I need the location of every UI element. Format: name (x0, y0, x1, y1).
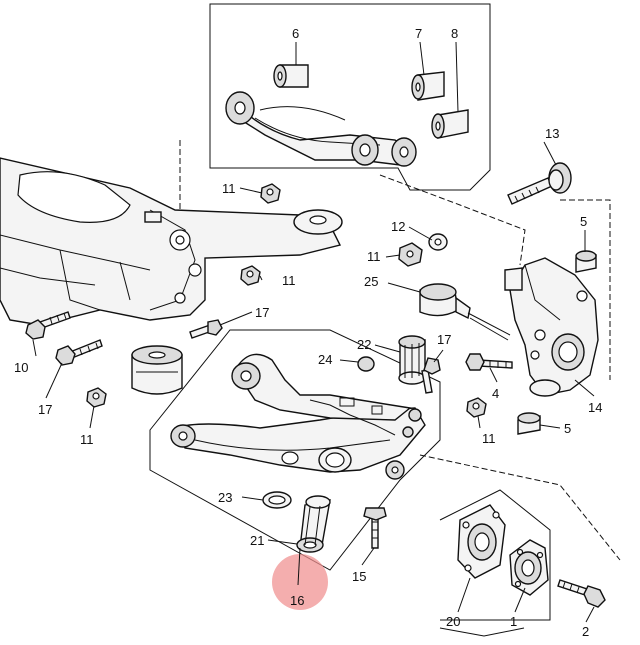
label-22: 22 (357, 337, 371, 352)
nut-11-c (86, 387, 107, 408)
hub-frame (439, 489, 551, 621)
bush-8 (431, 109, 469, 139)
label-25: 25 (364, 274, 378, 289)
label-16: 16 (290, 593, 304, 608)
label-13: 13 (545, 126, 559, 141)
highlight-circle-16 (272, 554, 328, 610)
label-8: 8 (451, 26, 458, 41)
bolt-17-left (55, 339, 103, 366)
dashed-link-hub (419, 454, 621, 561)
label-17-left: 17 (38, 402, 52, 417)
hub-carrier-knuckle (504, 257, 599, 397)
nut-11-b (240, 265, 261, 286)
bolt-15 (363, 507, 387, 549)
label-1: 1 (510, 614, 517, 629)
label-24: 24 (318, 352, 332, 367)
label-15: 15 (352, 569, 366, 584)
nut-11-a (260, 183, 281, 204)
label-23: 23 (218, 490, 232, 505)
lower-control-arm (170, 353, 426, 480)
rear-subframe (0, 157, 343, 326)
label-7: 7 (415, 26, 422, 41)
bush-5-upper (575, 250, 597, 273)
label-20: 20 (446, 614, 460, 629)
label-6: 6 (292, 26, 299, 41)
upper-arm-frame (209, 3, 491, 191)
bolt-17-mid (189, 319, 223, 339)
bolt-13 (507, 162, 572, 205)
nut-11-e (466, 397, 487, 418)
label-11-c: 11 (80, 432, 94, 447)
label-17-right: 17 (437, 332, 451, 347)
bolt-4 (465, 353, 513, 371)
bush-6 (273, 64, 309, 88)
label-17-mid: 17 (255, 305, 269, 320)
bolt-10 (25, 311, 71, 340)
label-21: 21 (250, 533, 264, 548)
ring-23 (262, 491, 292, 509)
leader-lines (32, 41, 595, 637)
dashed-link-right (560, 199, 611, 380)
ball-joint-25 (419, 283, 511, 341)
lower-arm-frame (149, 329, 441, 571)
part-labels: 6 7 8 13 11 12 11 5 25 11 17 10 17 11 22… (14, 26, 602, 639)
wheel-hub-1 (509, 539, 549, 596)
label-11-b: 11 (282, 273, 296, 288)
bush-5-lower (517, 412, 541, 435)
label-12: 12 (391, 219, 405, 234)
bush-22 (398, 335, 426, 385)
label-11-a: 11 (222, 181, 236, 196)
label-5-upper: 5 (580, 214, 587, 229)
wheel-bearing-20 (457, 504, 506, 579)
label-10: 10 (14, 360, 28, 375)
label-2: 2 (582, 624, 589, 639)
bush-21 (296, 495, 331, 553)
bush-7 (411, 71, 445, 101)
label-4: 4 (492, 386, 499, 401)
subframe-mount-bush (131, 345, 183, 395)
label-14: 14 (588, 400, 602, 415)
label-11-e: 11 (482, 431, 496, 446)
label-5-lower: 5 (564, 421, 571, 436)
dashed-link-knuckle (379, 174, 526, 266)
label-11-d: 11 (367, 249, 381, 264)
washer-12 (428, 233, 448, 251)
cap-24 (357, 356, 375, 372)
upper-control-arm (225, 91, 417, 167)
nut-11-d (398, 242, 423, 267)
bolt-2 (557, 579, 606, 608)
